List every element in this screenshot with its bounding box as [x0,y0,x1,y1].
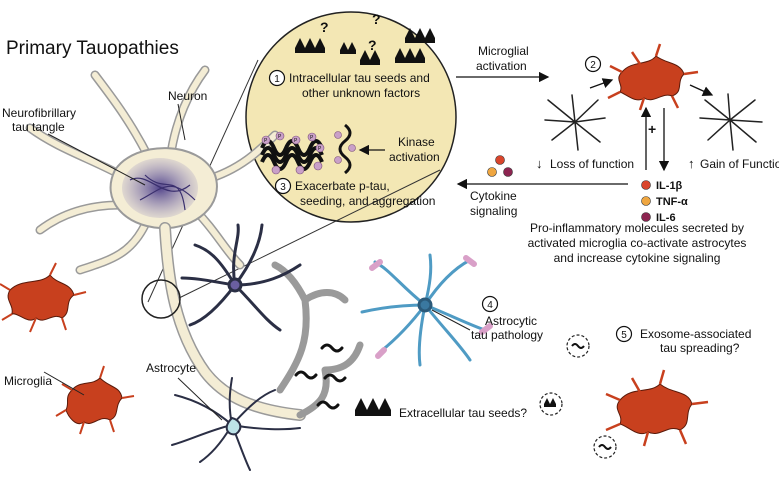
step3-text-1: Exacerbate p-tau, [295,179,390,193]
step5-badge [615,325,633,343]
extracellular-label: Extracellular tau seeds? [399,406,527,420]
step1-badge [268,69,286,87]
tau-squiggles [294,343,347,410]
neurofibrillary-label-1: Neurofibrillary [2,106,76,120]
description-line-1: Pro-inflammatory molecules secreted by [530,221,744,235]
arrow-to-resting-right [689,84,714,96]
question-mark-1: ? [320,19,329,35]
astrocytic-label-2: tau pathology [471,328,543,342]
microglia-pointer [43,371,85,396]
astrocytic-label-1: Astrocytic [485,314,537,328]
microglial-label-1: Microglial [478,44,529,58]
cytokine-il1b: IL-1β [656,180,683,192]
loss-of-function-label: Loss of function [550,157,634,171]
microglia-label: Microglia [4,374,52,388]
svg-text:P: P [264,138,268,144]
step3-text-2: seeding, and aggregation [300,194,435,208]
cytokine-cluster [487,155,513,177]
step1-text-1: Intracellular tau seeds and [289,71,430,85]
zoom-line-bottom [174,169,441,301]
cytokine-tnfa: TNF-α [656,196,688,208]
kinase-label-2: activation [389,150,440,164]
cytokine-label-1: Cytokine [470,189,517,203]
microglia-cell-left-bottom [55,365,135,435]
tau-seed-icon [355,398,391,416]
phospho-labels: P P P P P [264,134,322,152]
tau-seeds-cluster [295,28,435,65]
cytokine-dot-tnfa [641,196,651,206]
cytokine-label-2: signaling [470,204,517,218]
tangle-pointer [47,133,146,186]
step1-text-2: other unknown factors [302,86,420,100]
svg-text:P: P [294,138,298,144]
cytokine-legend: IL-1β TNF-α IL-6 [641,180,688,224]
tau-strand [338,123,352,175]
phospho-dots [261,131,325,175]
description-line-2: activated microglia co-activate astrocyt… [528,236,747,250]
svg-text:P: P [310,135,314,141]
neurofibrillary-label-2: tau tangle [12,120,65,134]
step2-number: 2 [590,60,596,71]
description-line-3: and increase cytokine signaling [554,251,721,265]
strand-phospho-dots [334,131,356,164]
step3-badge [274,177,292,195]
loss-arrow: ↓ [536,156,543,171]
question-mark-3: ? [368,37,377,53]
magnify-circle [141,279,181,319]
astrocyte-light [171,377,301,471]
resting-microglia-right [699,93,763,151]
kinase-label-1: Kinase [398,135,435,149]
step3-number: 3 [280,182,286,193]
cytokine-il6: IL-6 [656,212,676,224]
neuron-pointer [177,103,186,141]
microglia-cell-bottom-right [605,369,709,447]
astrocytic-pointer [431,309,471,331]
svg-text:P: P [278,134,282,140]
microglia-cell-left-top [0,262,87,333]
step5-number: 5 [621,330,627,341]
step1-number: 1 [274,74,280,85]
exosome-label-2: tau spreading? [660,341,740,355]
exosome-label-1: Exosome-associated [640,327,751,341]
step4-number: 4 [487,300,493,311]
astrocyte-dark [180,223,302,332]
gain-arrow: ↑ [688,156,695,171]
gain-of-function-label: Gain of Function [700,157,779,171]
neuron-label: Neuron [168,89,207,103]
neuron [25,65,364,421]
arrow-to-activated [589,78,614,89]
diagram-title: Primary Tauopathies [6,38,179,59]
astrocyte-label: Astrocyte [146,361,196,375]
astrocyte-blue [360,253,493,367]
exosomes [539,334,617,459]
resting-microglia-left [544,94,606,151]
microglial-label-2: activation [476,59,527,73]
activated-microglia [607,43,699,111]
plus-sign: + [648,121,656,137]
astrocyte-pointer [177,377,223,421]
cytokine-dot-il1b [641,180,651,190]
cytokine-dot-il6 [641,212,651,222]
svg-text:P: P [318,146,322,152]
step4-badge [481,295,499,313]
question-mark-2: ? [372,11,381,27]
step2-badge [584,55,602,73]
